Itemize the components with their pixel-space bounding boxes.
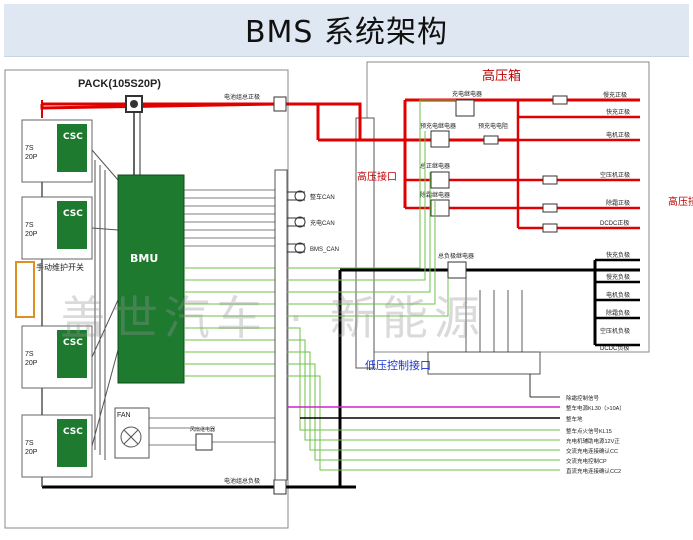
fuse-bottom	[273, 479, 287, 495]
relay-main-pos: 总正继电器	[420, 162, 450, 189]
relay-charge: 充电继电器	[452, 90, 482, 117]
out-neg-5: DCDC负极	[600, 344, 629, 352]
out-pos-3: 空压机正极	[600, 171, 630, 179]
csc-label: CSC	[63, 427, 83, 437]
can-bms-label: BMS_CAN	[310, 247, 339, 253]
svg-text:7S: 7S	[25, 145, 34, 152]
signal-2: 整车地	[566, 415, 583, 423]
disconnect-label: 手动维护开关	[36, 262, 84, 272]
lv-port-label: 低压控制接口	[365, 358, 431, 372]
svg-text:充电继电器: 充电继电器	[452, 90, 482, 98]
svg-text:20P: 20P	[25, 360, 38, 367]
out-neg-1: 慢充负极	[606, 273, 630, 281]
out-pos-1: 快充正极	[606, 108, 630, 116]
bmu-label: BMU	[130, 252, 158, 265]
csc-module-2: CSC 7S 20P	[21, 196, 93, 260]
can-full-label: 整车CAN	[310, 193, 335, 201]
svg-text:20P: 20P	[25, 154, 38, 161]
svg-text:预充电电阻: 预充电电阻	[478, 122, 508, 130]
svg-text:总负极继电器: 总负极继电器	[438, 252, 474, 260]
signal-1: 整车电源KL30（>10A）	[566, 404, 625, 412]
title-bar	[4, 4, 689, 57]
fan-relay-label: 风扇继电器	[190, 426, 215, 433]
fan-box	[114, 407, 150, 459]
page-title: BMS 系统架构	[244, 15, 449, 50]
signal-5: 交流充电连接确认CC	[566, 447, 618, 455]
hv-port-left	[355, 117, 375, 369]
svg-text:7S: 7S	[25, 222, 34, 229]
bus-neg-label: 电池组总负极	[224, 477, 260, 485]
fan-relay	[195, 433, 213, 451]
svg-text:总正继电器: 总正继电器	[420, 162, 450, 170]
bus-pos-label: 电池组总正极	[224, 93, 260, 101]
csc-label: CSC	[63, 338, 83, 348]
signal-4: 充电机辅助电源12V正	[566, 437, 620, 445]
out-neg-0: 快充负极	[606, 251, 630, 259]
fuse-top	[273, 96, 287, 112]
pack-lv-connector	[274, 169, 288, 481]
pack-title: PACK(105S20P)	[78, 78, 161, 90]
svg-text:20P: 20P	[25, 231, 38, 238]
out-neg-3: 除霜负极	[606, 309, 630, 317]
relay-main-neg: 总负极继电器	[438, 252, 474, 279]
svg-text:预充电继电器: 预充电继电器	[420, 122, 456, 130]
relay-precharge: 预充电继电器	[420, 122, 456, 148]
precharge-resistor	[483, 135, 499, 145]
out-pos-5: DCDC正极	[600, 219, 629, 227]
csc-module-3: CSC 7S 20P	[21, 325, 93, 389]
can-charge-label: 充电CAN	[310, 219, 335, 227]
out-neg-4: 空压机负极	[600, 327, 630, 335]
hv-port-left-label: 高压接口	[357, 170, 397, 183]
fan-label: FAN	[117, 412, 131, 419]
out-pos-0: 慢充正极	[603, 91, 627, 99]
csc-module-4: CSC 7S 20P	[21, 414, 93, 478]
csc-module-1: CSC 7S 20P	[21, 119, 93, 183]
out-pos-2: 电机正极	[606, 131, 630, 139]
pack-box	[4, 69, 289, 529]
svg-text:7S: 7S	[25, 440, 34, 447]
signal-3: 整车点火信号KL15	[566, 427, 612, 435]
manual-disconnect	[15, 261, 35, 318]
svg-text:7S: 7S	[25, 351, 34, 358]
svg-text:20P: 20P	[25, 449, 38, 456]
out-neg-2: 电机负极	[606, 291, 630, 299]
svg-text:除霜继电器: 除霜继电器	[420, 191, 450, 199]
bmu-board	[117, 174, 185, 384]
hv-port-right-label: 高压接口	[668, 195, 693, 208]
watermark: 盖世汽车 · 新能源	[60, 291, 486, 345]
hv-box-title: 高压箱	[482, 68, 521, 84]
csc-label: CSC	[63, 209, 83, 219]
signal-6: 交流充电控制CP	[566, 457, 607, 465]
lv-port	[427, 351, 541, 375]
signal-0: 除霜控制信号	[566, 394, 600, 402]
out-pos-4: 除霜正极	[606, 199, 630, 207]
csc-label: CSC	[63, 132, 83, 142]
signal-7: 直流充电连接确认CC2	[566, 467, 621, 475]
